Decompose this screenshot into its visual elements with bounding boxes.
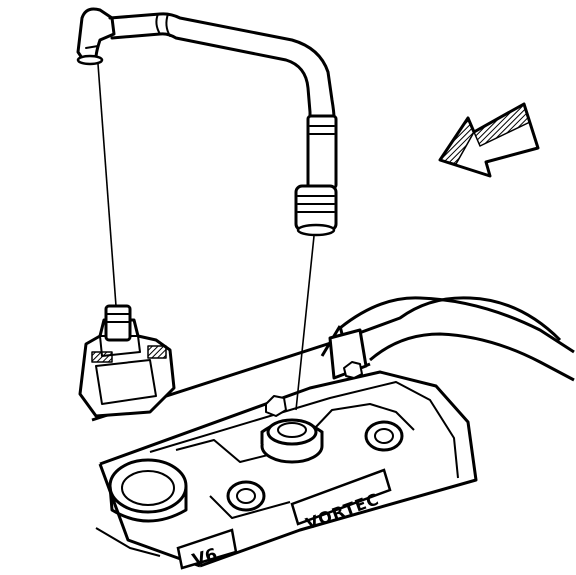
- vortec-badge: VORTEC: [290, 468, 392, 533]
- pcv-valve-fitting: [78, 304, 176, 418]
- direction-arrow-icon: [438, 102, 540, 178]
- alignment-lines: [97, 63, 315, 411]
- engine-body: [91, 296, 575, 568]
- pcv-hose: [76, 7, 338, 237]
- v6-badge: V6: [176, 528, 238, 571]
- pcv-grommet-port: [260, 418, 324, 464]
